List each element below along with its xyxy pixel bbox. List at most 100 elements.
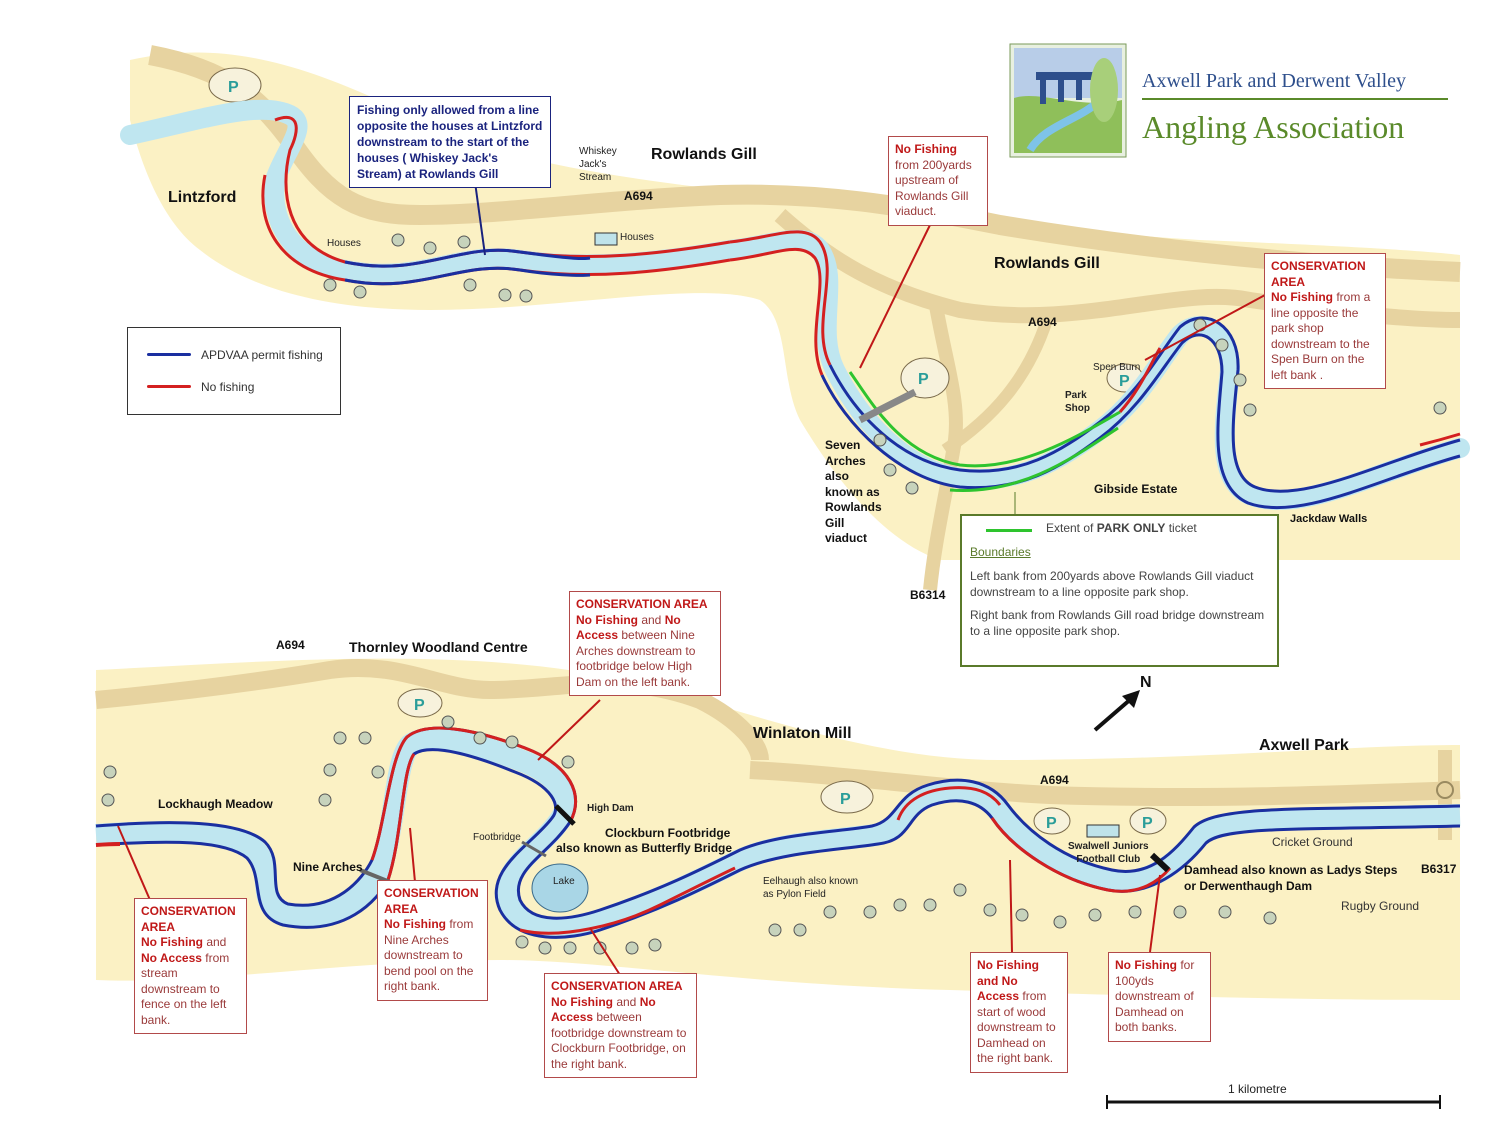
park-only-2 (949, 426, 1119, 492)
legend: APDVAA permit fishing No fishing (127, 327, 341, 415)
p-lintzford: P (228, 79, 239, 96)
label-footbridge: Footbridge (473, 832, 521, 843)
red-lockhaugh (95, 842, 121, 847)
parking-winlaton (820, 780, 874, 814)
p-spen: P (1119, 373, 1130, 390)
park-only-legend: Extent of PARK ONLY ticket (1046, 521, 1197, 535)
lintzford-fishing-note: Fishing only allowed from a line opposit… (349, 96, 551, 188)
park-only-box: Extent of PARK ONLY ticket Boundaries Le… (960, 514, 1279, 667)
viaduct-line (858, 388, 917, 424)
red-wood-2 (990, 817, 1172, 893)
legend-label-permit: APDVAA permit fishing (201, 348, 323, 362)
p-winlaton: P (840, 791, 851, 808)
river-bottom (95, 727, 1461, 939)
label-rowlands-gill-mid: Rowlands Gill (994, 255, 1100, 272)
label-rowlands-gill-top: Rowlands Gill (651, 146, 757, 163)
road-label-b6314: B6314 (910, 588, 946, 602)
river-top (120, 99, 1470, 510)
park-only-1 (848, 371, 1121, 468)
lake (531, 863, 589, 913)
road-label-b6317: B6317 (1421, 862, 1457, 876)
logo-title-line1: Axwell Park and Derwent Valley (1142, 70, 1407, 92)
road-label-a694-2: A694 (1028, 315, 1057, 329)
damhead-no-fishing-note: No Fishing for 100yds downstream of Damh… (1108, 952, 1211, 1042)
label-axwell-park: Axwell Park (1259, 737, 1349, 754)
label-gibside: Gibside Estate (1094, 482, 1178, 496)
river-top-permit-2 (344, 266, 591, 286)
roundabout (1436, 781, 1454, 799)
label-houses-2: Houses (620, 232, 654, 243)
road-label-a694-4: A694 (1040, 773, 1069, 787)
label-nine-arches: Nine Arches (293, 860, 363, 874)
parking-swalwell-1 (1033, 807, 1071, 835)
river-mid-red (729, 230, 832, 366)
parking-viaduct (900, 357, 950, 399)
park-only-swatch (986, 529, 1032, 532)
park-only-line2: Right bank from Rowlands Gill road bridg… (970, 608, 1265, 638)
wood-no-fishing-note: No Fishing and No Access from start of w… (970, 952, 1068, 1073)
pointer-lintzford (474, 181, 486, 256)
swalwell-box (1086, 824, 1120, 838)
label-thornley: Thornley Woodland Centre (349, 639, 528, 655)
road-link (941, 308, 1056, 455)
north-arrow (1093, 696, 1134, 732)
river-mid-blue-2 (820, 333, 1461, 510)
label-cricket: Cricket Ground (1272, 835, 1353, 849)
logo-image (1009, 43, 1127, 158)
logo-title-line2: Angling Association (1142, 109, 1405, 145)
pointers (117, 224, 1266, 976)
red-jackdaw (1419, 432, 1461, 447)
trees (101, 233, 1447, 955)
damhead-mark (1149, 852, 1171, 873)
label-houses-1: Houses (327, 238, 361, 249)
parking-thornley (397, 688, 443, 718)
river-mid-blue-1 (828, 316, 1461, 493)
conservation-nine-arches-note: CONSERVATION AREA No Fishing from Nine A… (377, 880, 488, 1001)
park-only-line1: Left bank from 200yards above Rowlands G… (970, 569, 1254, 599)
p-thornley: P (414, 697, 425, 714)
legend-swatch-permit (147, 353, 191, 356)
conservation-high-dam-note: CONSERVATION AREA No Fishing and No Acce… (569, 591, 721, 696)
p-viaduct: P (918, 371, 929, 388)
road-a694-bottom-right (749, 761, 1461, 807)
logo-divider (1142, 98, 1448, 100)
label-winlaton-mill: Winlaton Mill (753, 725, 852, 742)
river-mid-red-2 (729, 247, 824, 376)
park-only-heading: Boundaries (970, 545, 1031, 559)
road-label-a694-1: A694 (624, 189, 653, 203)
parking-swalwell-2 (1129, 807, 1167, 835)
houses-box (594, 232, 618, 246)
label-jackdaw: Jackdaw Walls (1290, 513, 1368, 525)
road-label-a694-3: A694 (276, 638, 305, 652)
red-nine-arches-top (370, 726, 578, 861)
p-swalwell-1: P (1046, 815, 1057, 832)
high-dam-mark (554, 804, 576, 826)
legend-swatch-no-fishing (147, 385, 191, 388)
conservation-spen-note: CONSERVATION AREA No Fishing from a line… (1264, 253, 1386, 389)
road-a694-bottom-left (95, 658, 769, 762)
north-arrow-head (1122, 690, 1140, 708)
conservation-clockburn-note: CONSERVATION AREA No Fishing and No Acce… (544, 973, 697, 1078)
label-high-dam: High Dam (587, 803, 634, 814)
label-spen-burn: Spen Burn (1093, 362, 1141, 373)
label-lockhaugh: Lockhaugh Meadow (158, 797, 273, 811)
conservation-lockhaugh-note: CONSERVATION AREA No Fishing and No Acce… (134, 898, 247, 1034)
river-bottom-bank-a (95, 726, 1461, 920)
red-clockburn (519, 866, 736, 935)
legend-label-no-fishing: No fishing (201, 380, 255, 394)
scale-label: 1 kilometre (1228, 1082, 1287, 1096)
river-top-permit-1 (344, 248, 591, 268)
north-label: N (1140, 674, 1152, 691)
label-lake: Lake (553, 876, 575, 887)
p-swalwell-2: P (1142, 815, 1153, 832)
footbridge-line (521, 840, 547, 858)
red-nine-arches (386, 753, 416, 881)
